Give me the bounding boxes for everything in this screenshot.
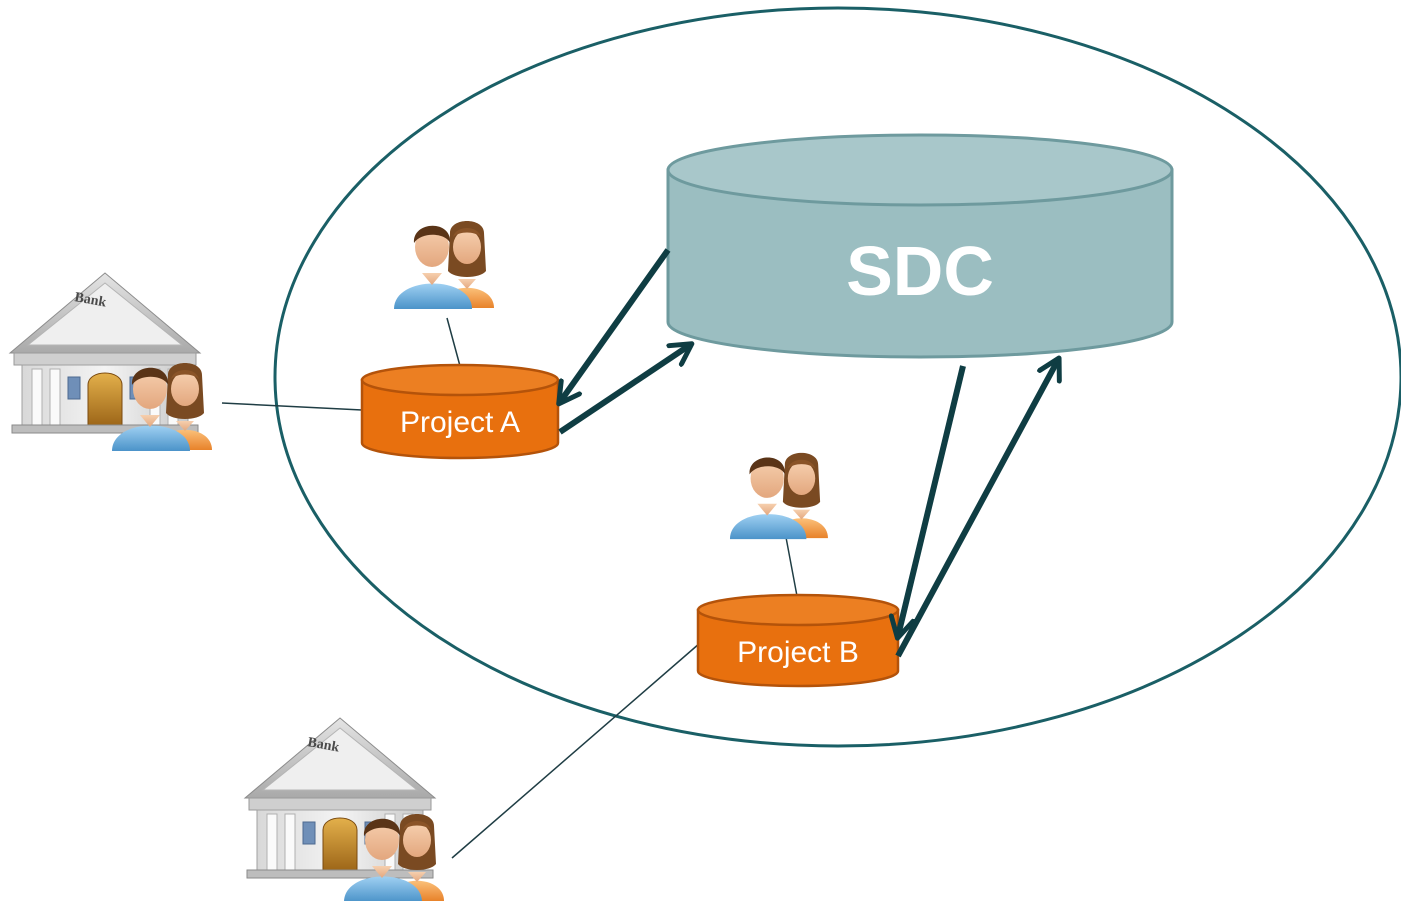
connector-users-b-project-b (784, 531, 798, 597)
project-a-label: Project A (400, 406, 520, 439)
bank-sign: Bank (73, 290, 107, 310)
connector-bank-a-project-a (221, 402, 363, 411)
user-group-icon (394, 221, 494, 309)
sdc-data-store: SDC (666, 133, 1174, 359)
project-a-store: Project A (360, 363, 560, 460)
user-group-icon (729, 452, 828, 540)
bank-building-icon: Bank (244, 717, 436, 879)
bank-sign: Bank (306, 735, 340, 755)
project-b-store: Project B (696, 593, 900, 688)
bank-building-icon: Bank (9, 272, 201, 434)
connector-users-a-project-a (446, 317, 461, 367)
arrow-sdc-to-project-b (898, 365, 966, 636)
connector-bank-b-project-b (451, 642, 701, 859)
arrow-sdc-to-project-a (560, 248, 671, 402)
arrow-project-b-to-sdc (895, 360, 1058, 658)
arrow-project-a-to-sdc (558, 345, 690, 435)
system-boundary (273, 6, 1401, 748)
project-b-label: Project B (737, 636, 859, 669)
sdc-label: SDC (846, 232, 994, 310)
